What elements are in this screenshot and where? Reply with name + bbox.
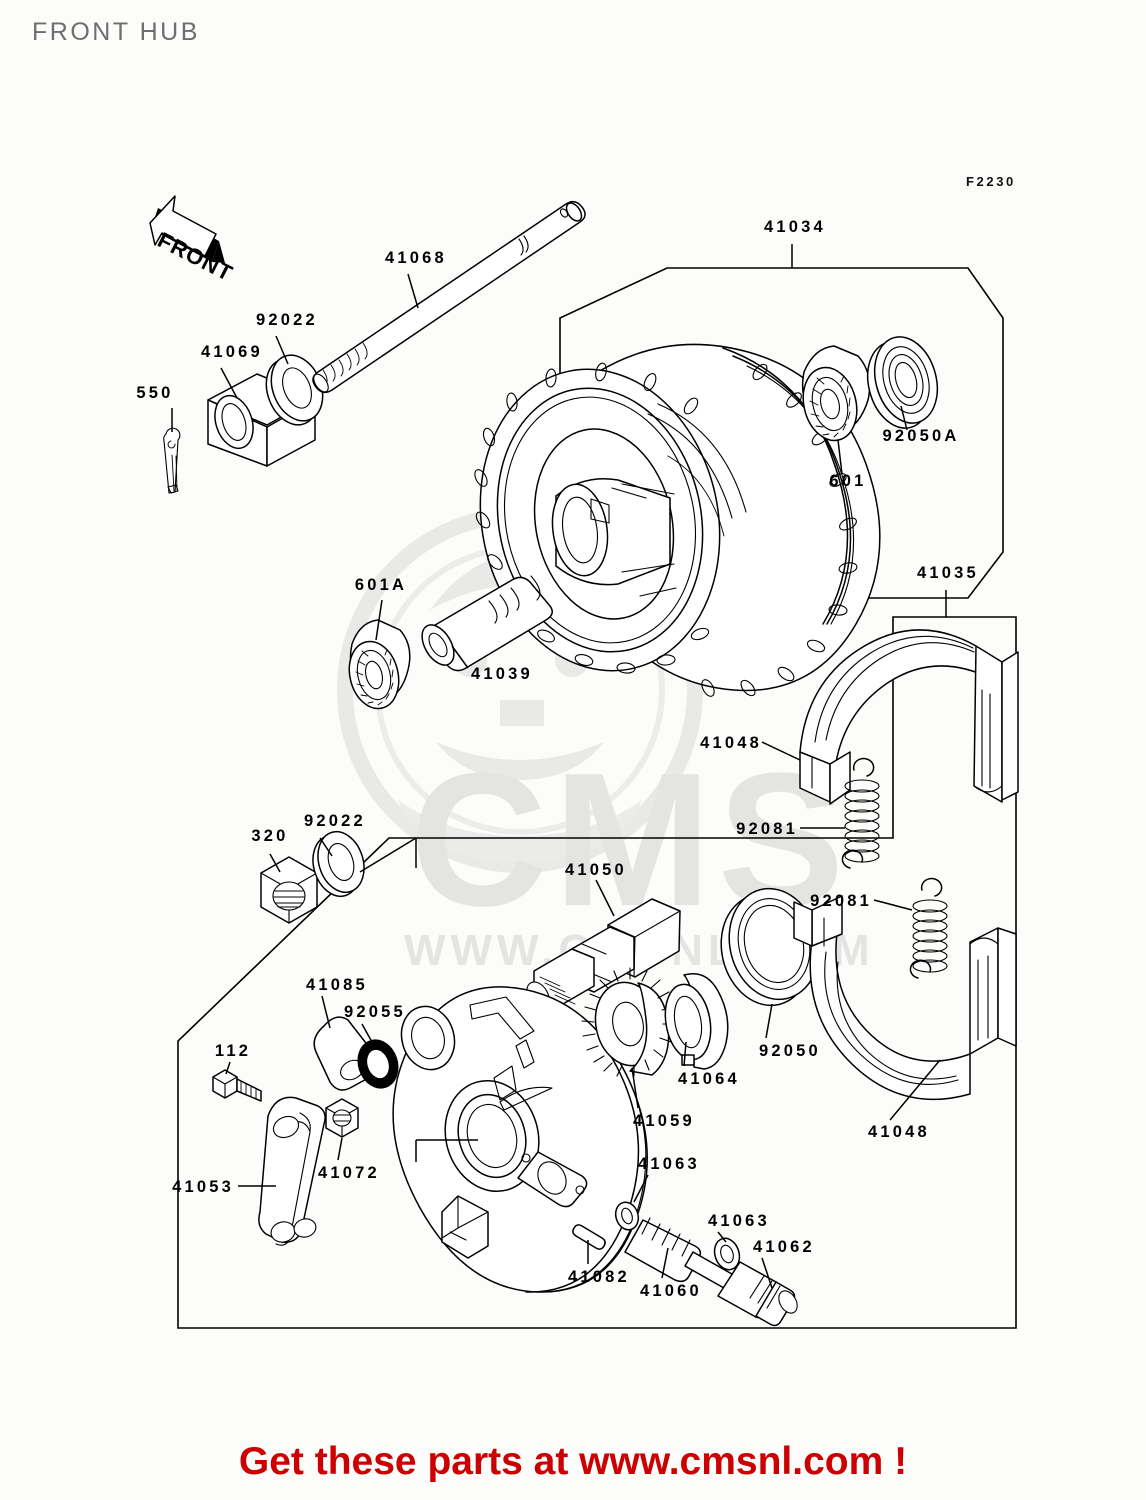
part-o-ring-92055 [357, 1039, 399, 1089]
part-brake-shoe-upper-41048 [799, 629, 1019, 805]
part-brake-panel-41035 [392, 986, 648, 1293]
callout-41050: 41050 [565, 861, 627, 879]
callout-41039: 41039 [471, 665, 533, 683]
callout-41053: 41053 [172, 1178, 234, 1196]
part-bearing-601 [801, 345, 871, 442]
callout-92081-lower: 92081 [810, 892, 872, 910]
part-nut-320 [260, 856, 318, 924]
part-spring-upper-92081 [841, 757, 880, 869]
callout-41064: 41064 [678, 1070, 740, 1088]
leader-lines [171, 244, 947, 1289]
callout-601: 601 [829, 472, 866, 490]
callout-112: 112 [215, 1042, 251, 1060]
part-axle-41068 [312, 200, 586, 394]
front-arrow-badge: FRONT [149, 195, 237, 286]
part-cotter-pin [163, 427, 181, 494]
callout-41085: 41085 [306, 976, 368, 994]
part-lock-washer-41064 [664, 973, 729, 1070]
callout-41034: 41034 [764, 218, 826, 236]
footer-banner: Get these parts at www.cmsnl.com ! [238, 1440, 908, 1483]
part-washer-41063-lower [713, 1237, 741, 1271]
part-sleeve-41039 [421, 575, 553, 672]
callout-41059: 41059 [633, 1112, 695, 1130]
callout-92050a: 92050A [883, 427, 960, 445]
callout-41063-lower: 41063 [708, 1212, 770, 1230]
page-title: FRONT HUB [32, 18, 200, 46]
callout-92022-upper: 92022 [256, 311, 318, 329]
part-oil-seal-92050a [866, 336, 939, 429]
part-brake-cam-41050 [526, 898, 681, 1011]
callout-41069: 41069 [201, 343, 263, 361]
part-spring-lower-92081 [909, 877, 948, 979]
callout-41072: 41072 [318, 1164, 380, 1182]
part-pin-41082 [572, 1224, 606, 1250]
callout-41060: 41060 [640, 1282, 702, 1300]
callout-92081-upper: 92081 [736, 820, 798, 838]
callout-41082: 41082 [568, 1268, 630, 1286]
callout-41068: 41068 [385, 249, 447, 267]
diagram-code: F2230 [966, 174, 1016, 189]
part-nut-41072 [325, 1098, 359, 1138]
callout-41063-upper: 41063 [638, 1155, 700, 1173]
part-washer-92022-lower [312, 830, 365, 898]
callout-41048-lower: 41048 [868, 1123, 930, 1141]
callout-92022-lower: 92022 [304, 812, 366, 830]
callout-labels: 550 41069 92022 41068 41034 92050A 601 6… [136, 218, 979, 1300]
callout-550: 550 [136, 384, 173, 402]
callout-92055: 92055 [344, 1003, 406, 1021]
callout-92050: 92050 [759, 1042, 821, 1060]
part-bearing-601a [348, 619, 411, 710]
callout-41062: 41062 [753, 1238, 815, 1256]
callout-41035: 41035 [917, 564, 979, 582]
part-brake-arm-41053 [258, 1096, 326, 1246]
part-brake-shoe-lower-41048 [793, 895, 1017, 1101]
part-cable-end-41062 [717, 1261, 798, 1327]
callout-320: 320 [251, 827, 288, 845]
part-washer-41063-upper [614, 1201, 640, 1231]
part-bolt-112 [212, 1069, 262, 1102]
callout-601a: 601A [355, 576, 407, 594]
callout-41048-upper: 41048 [700, 734, 762, 752]
